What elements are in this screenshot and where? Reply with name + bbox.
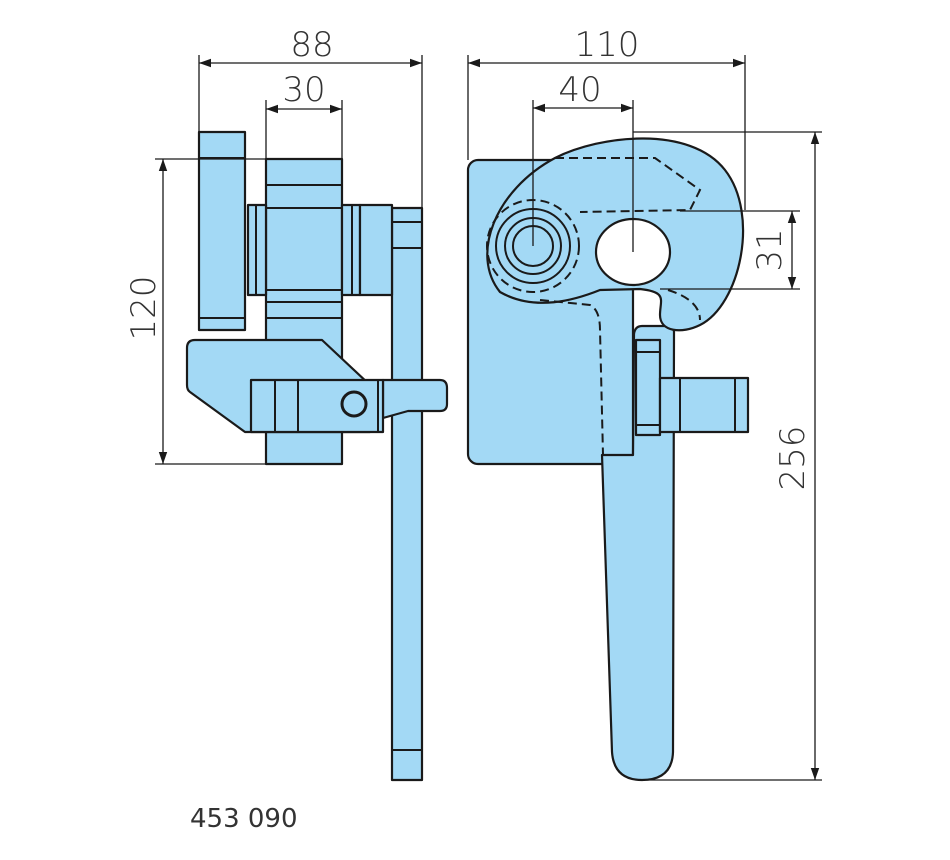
part-number: 453 090 bbox=[190, 804, 298, 834]
side-view bbox=[185, 130, 449, 782]
cylinder bbox=[358, 203, 394, 297]
dimension-lines bbox=[155, 55, 822, 781]
mounting-plate bbox=[197, 130, 247, 332]
lever-box bbox=[249, 378, 385, 434]
lever-bar-side bbox=[390, 206, 424, 782]
dim-pin-offset: 40 bbox=[558, 70, 601, 110]
dim-front-width: 110 bbox=[575, 25, 640, 65]
dim-side-inner: 30 bbox=[282, 70, 325, 110]
front-view bbox=[466, 137, 750, 782]
dim-hole: 31 bbox=[750, 228, 790, 271]
lever-arm bbox=[600, 324, 676, 782]
dim-side-width: 88 bbox=[290, 25, 333, 65]
cylinder-front bbox=[634, 338, 662, 437]
dim-side-height: 120 bbox=[124, 276, 164, 341]
handle bbox=[381, 378, 449, 420]
dim-front-height: 256 bbox=[773, 426, 813, 491]
